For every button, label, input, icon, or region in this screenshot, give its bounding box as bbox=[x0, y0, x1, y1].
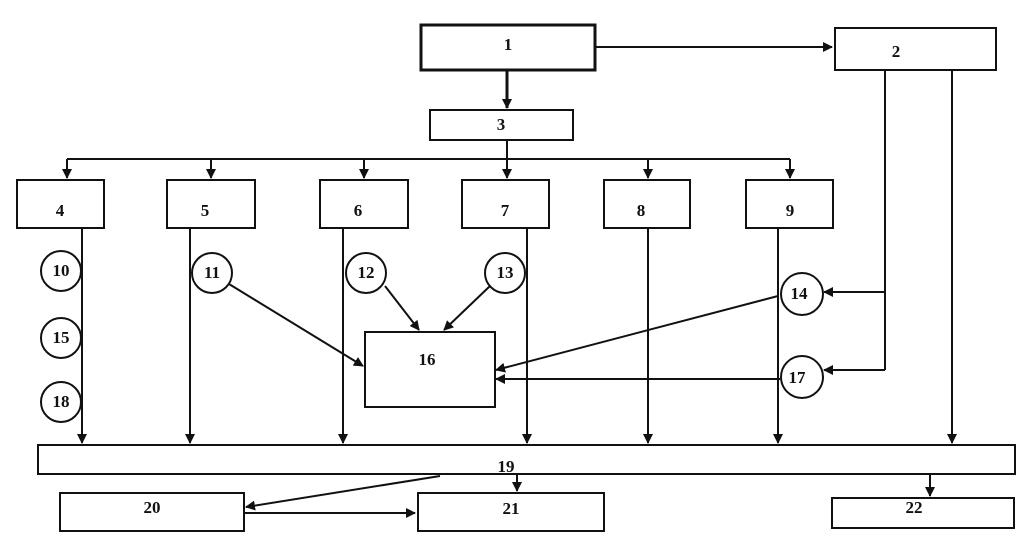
box-3: 3 bbox=[429, 109, 574, 141]
circle-13: 13 bbox=[484, 252, 526, 294]
box-2: 2 bbox=[834, 27, 997, 71]
box-19-label: 19 bbox=[498, 457, 515, 476]
box-3-label: 3 bbox=[497, 115, 506, 134]
circle-14: 14 bbox=[780, 272, 824, 316]
circle-11-label: 11 bbox=[204, 263, 220, 282]
box-6-label: 6 bbox=[354, 201, 363, 220]
box-6: 6 bbox=[319, 179, 409, 229]
circle-14-label: 14 bbox=[791, 284, 809, 303]
circle-12-label: 12 bbox=[358, 263, 375, 282]
box-7-label: 7 bbox=[501, 201, 510, 220]
circle-15-label: 15 bbox=[53, 328, 70, 347]
box-22-label: 22 bbox=[906, 498, 923, 517]
circle-13-label: 13 bbox=[497, 263, 514, 282]
circle-18-label: 18 bbox=[53, 392, 70, 411]
arrow-13-to-16 bbox=[443, 285, 491, 331]
box-19: 19 bbox=[37, 444, 1016, 476]
box-16-label: 16 bbox=[419, 350, 436, 369]
arrow-19-to-20 bbox=[245, 475, 441, 511]
circle-18: 18 bbox=[40, 381, 82, 423]
box-8-label: 8 bbox=[637, 201, 646, 220]
circle-17-label: 17 bbox=[789, 368, 807, 387]
box-9-label: 9 bbox=[786, 201, 795, 220]
circle-12: 12 bbox=[345, 252, 387, 294]
box-2-label: 2 bbox=[892, 42, 901, 61]
box-20: 20 bbox=[59, 492, 245, 532]
box-1: 1 bbox=[419, 23, 597, 72]
box-21: 21 bbox=[417, 492, 605, 532]
box-21-label: 21 bbox=[503, 499, 520, 518]
box-4: 4 bbox=[16, 179, 105, 229]
arrow-11-to-16 bbox=[228, 283, 364, 367]
box-8: 8 bbox=[603, 179, 691, 229]
box-4-label: 4 bbox=[56, 201, 65, 220]
arrow-14-to-16 bbox=[495, 295, 779, 373]
circle-15: 15 bbox=[40, 317, 82, 359]
arrow-12-to-16 bbox=[384, 285, 420, 331]
connectors bbox=[62, 42, 957, 518]
box-5-label: 5 bbox=[201, 201, 210, 220]
circle-10-label: 10 bbox=[53, 261, 70, 280]
box-1-label: 1 bbox=[504, 35, 513, 54]
circle-17: 17 bbox=[780, 355, 824, 399]
box-7: 7 bbox=[461, 179, 550, 229]
box-16: 16 bbox=[364, 331, 496, 408]
box-9: 9 bbox=[745, 179, 834, 229]
box-5: 5 bbox=[166, 179, 256, 229]
box-20-label: 20 bbox=[144, 498, 161, 517]
circle-10: 10 bbox=[40, 250, 82, 292]
box-22: 22 bbox=[831, 497, 1015, 529]
circle-11: 11 bbox=[191, 252, 233, 294]
